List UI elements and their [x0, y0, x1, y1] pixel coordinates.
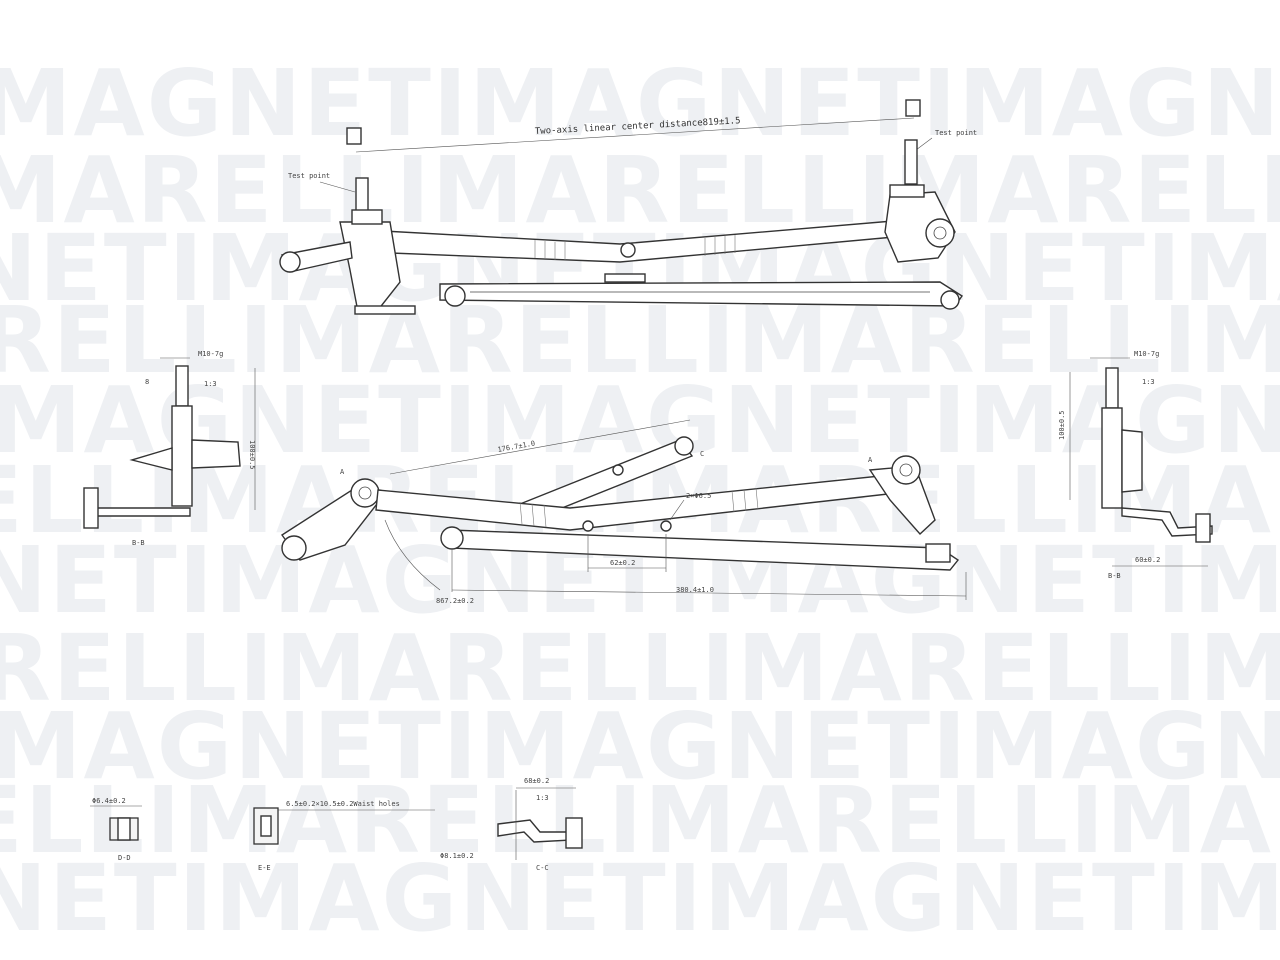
thread-label: M10-7g: [198, 350, 223, 358]
front-view-linkage: 176.7±1.0 2×Φ6.5 A A C: [281, 419, 967, 605]
test-point-right-label: Test point: [935, 129, 977, 137]
test-point-left-leader: [319, 181, 356, 193]
height-label: 100±0.5: [248, 440, 256, 470]
watermark-row: MAGNETIMAGNETIMAGNETIMAG: [0, 50, 1280, 157]
width-label: 60±0.2: [1135, 556, 1160, 564]
test-point-left-label: Test point: [288, 172, 330, 180]
caption: B-B: [1108, 572, 1121, 580]
spindle-right: [904, 139, 918, 185]
lower-arm: [89, 507, 191, 517]
detail-e: 6.5±0.2×10.5±0.2Waist holes E-E: [253, 800, 435, 872]
rod-right-joint: [940, 290, 960, 310]
label-a: A: [340, 468, 345, 476]
caption: E-E: [258, 864, 271, 872]
bushing-bore: [117, 817, 131, 841]
caption: C-C: [536, 864, 549, 872]
spindle-bracket: [1121, 429, 1143, 493]
lower-arm: [1121, 507, 1213, 537]
spindle-cap-left: [346, 127, 362, 145]
spindle-cap-right: [905, 99, 921, 117]
spindle-thread: [175, 365, 189, 407]
left-pivot-boss: [350, 478, 380, 508]
ball-joint: [83, 487, 99, 529]
center-distance-line: [355, 117, 915, 153]
caption: D-D: [118, 854, 131, 862]
label-c: C: [700, 450, 704, 458]
taper-label: 1:3: [204, 380, 217, 388]
right-pivot-eye: [925, 218, 955, 248]
right-pivot-bore: [933, 226, 947, 240]
spindle-thread: [1105, 367, 1119, 409]
watermark-row: RELLIMARELLIMARELLIMARELLI: [0, 287, 1280, 394]
rod-left-joint: [444, 285, 466, 307]
arm-length-dim-line: [389, 419, 691, 475]
diameter-label: Φ8.1±0.2: [440, 852, 474, 860]
watermark-row: ELLIMARELLIMARELLIMARELLI: [0, 767, 1280, 874]
drive-arm-hole: [612, 464, 624, 476]
left-pivot-collar: [351, 209, 383, 225]
left-crank-ball: [279, 251, 301, 273]
hole-spacing-label: 62±0.2: [610, 559, 635, 567]
overall-dim-line: [451, 589, 967, 597]
waist-bushing-bore: [260, 815, 272, 837]
right-pivot-boss: [891, 455, 921, 485]
spindle-arm: [191, 439, 241, 469]
crank-ball-joint: [281, 535, 307, 561]
spindle-body: [171, 405, 193, 507]
watermark-row: NETIMAGNETIMAGNETIMAG: [0, 845, 1280, 952]
radius-arc: [384, 519, 441, 591]
mount-hole-2: [660, 520, 672, 532]
section-b-left: M10-7g 8 1:3 100±0.5 B-B: [83, 350, 256, 547]
thread-label: M10-7g: [1134, 350, 1159, 358]
watermark-row: MAGNETIMAGNETIMAGNETIMAG: [0, 693, 1280, 800]
rod-right-joint: [925, 543, 951, 563]
tube-knurl: [534, 235, 736, 260]
tube-center-hole: [620, 242, 636, 258]
ball-joint: [1195, 513, 1211, 543]
overall-length-label: 380.4±1.0: [676, 586, 714, 594]
ball-stud: [565, 817, 583, 849]
drive-arm-pivot: [674, 436, 694, 456]
left-mount-tab: [354, 305, 416, 315]
top-view-linkage: Two-axis linear center distance819±1.5 T…: [279, 99, 977, 315]
section-b-right: M10-7g 1:3 100±0.5 60±0.2 B-B: [1058, 350, 1213, 580]
taper-label: 1:3: [536, 794, 549, 802]
waist-hole-label: 6.5±0.2×10.5±0.2Waist holes: [286, 800, 400, 808]
right-pivot-collar: [889, 184, 925, 198]
radius-label: 867.2±0.2: [436, 597, 474, 605]
mount-hole-1: [582, 520, 594, 532]
small-dim-label: 8: [145, 378, 149, 386]
taper-label: 1:3: [1142, 378, 1155, 386]
watermark-row: NETIMAGNETIMAGNETIMAGNET: [0, 215, 1280, 322]
watermark-row: RELLIMARELLIMARELLIMAREL: [0, 615, 1280, 722]
rod-clip: [604, 273, 646, 283]
test-point-right-leader: [915, 137, 933, 151]
height-label: 100±0.5: [1058, 410, 1066, 440]
caption: B-B: [132, 539, 145, 547]
label-a-right: A: [868, 456, 873, 464]
spindle-body: [1101, 407, 1123, 509]
width-label: 68±0.2: [524, 777, 549, 785]
rod-left-joint: [440, 526, 464, 550]
detail-c: 68±0.2 1:3 Φ8.1±0.2 C-C: [440, 777, 583, 872]
diameter-label: Φ6.4±0.2: [92, 797, 126, 805]
watermark-row: MARELLIMARELLIMARELLIMARELLI: [0, 137, 1280, 244]
front-tube-knurl: [519, 487, 759, 528]
holes-leader: [669, 499, 685, 521]
detail-d: Φ6.4±0.2 D-D: [90, 797, 142, 862]
holes-label: 2×Φ6.5: [686, 492, 711, 500]
left-pivot-bore: [358, 486, 372, 500]
spindle-fin: [129, 447, 173, 471]
right-pivot-bore: [899, 463, 913, 477]
